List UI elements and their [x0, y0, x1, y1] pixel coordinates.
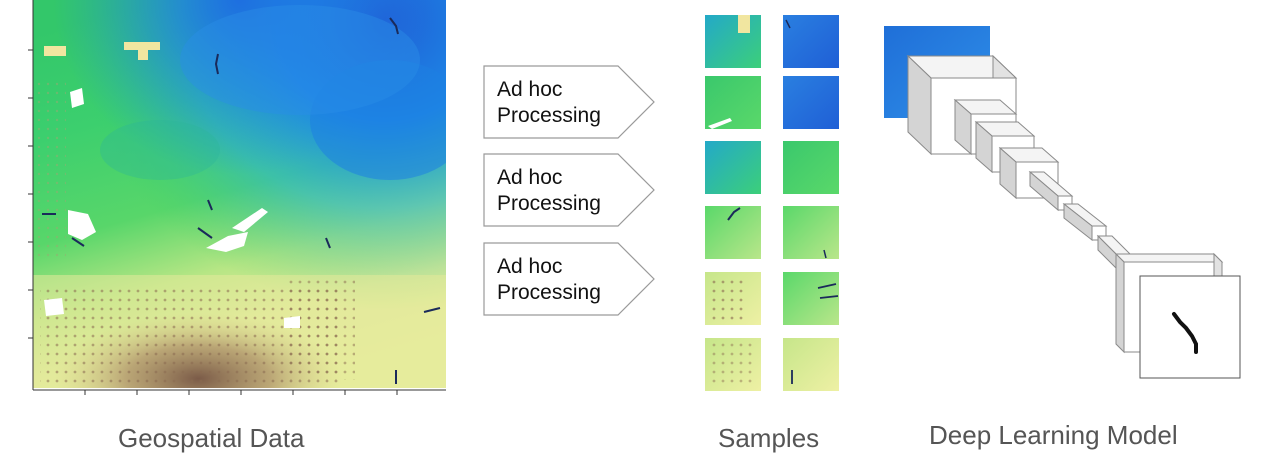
processing-label-1-line2: Processing — [497, 104, 601, 127]
sample-tile — [783, 76, 839, 129]
processing-label-3-line1: Ad hoc — [497, 255, 563, 278]
sample-tiles — [705, 15, 839, 391]
sample-tile — [783, 272, 839, 325]
caption-deep-learning-model: Deep Learning Model — [929, 420, 1178, 450]
model-output-image — [1139, 275, 1241, 379]
sample-tile — [783, 15, 839, 68]
geospatial-map — [33, 0, 446, 388]
caption-geospatial-data: Geospatial Data — [118, 423, 305, 453]
processing-label-1-line1: Ad hoc — [497, 78, 563, 101]
sample-tile — [705, 141, 761, 194]
processing-box-3 — [483, 242, 655, 316]
processing-box-2 — [483, 153, 655, 227]
sample-tile — [705, 76, 761, 129]
map-axis-ticks — [28, 0, 446, 395]
processing-box-1 — [483, 65, 655, 139]
sample-tile — [705, 15, 761, 68]
processing-label-2: Ad hoc Processing — [497, 165, 601, 217]
model-diagram — [884, 26, 1241, 379]
sample-tile — [783, 206, 839, 259]
output-stroke — [1172, 312, 1198, 354]
sample-tile — [783, 141, 839, 194]
processing-label-3: Ad hoc Processing — [497, 254, 601, 306]
caption-samples: Samples — [718, 423, 820, 453]
processing-label-1: Ad hoc Processing — [497, 77, 601, 129]
processing-label-2-line2: Processing — [497, 192, 601, 215]
processing-label-3-line2: Processing — [497, 281, 601, 304]
processing-label-2-line1: Ad hoc — [497, 166, 563, 189]
